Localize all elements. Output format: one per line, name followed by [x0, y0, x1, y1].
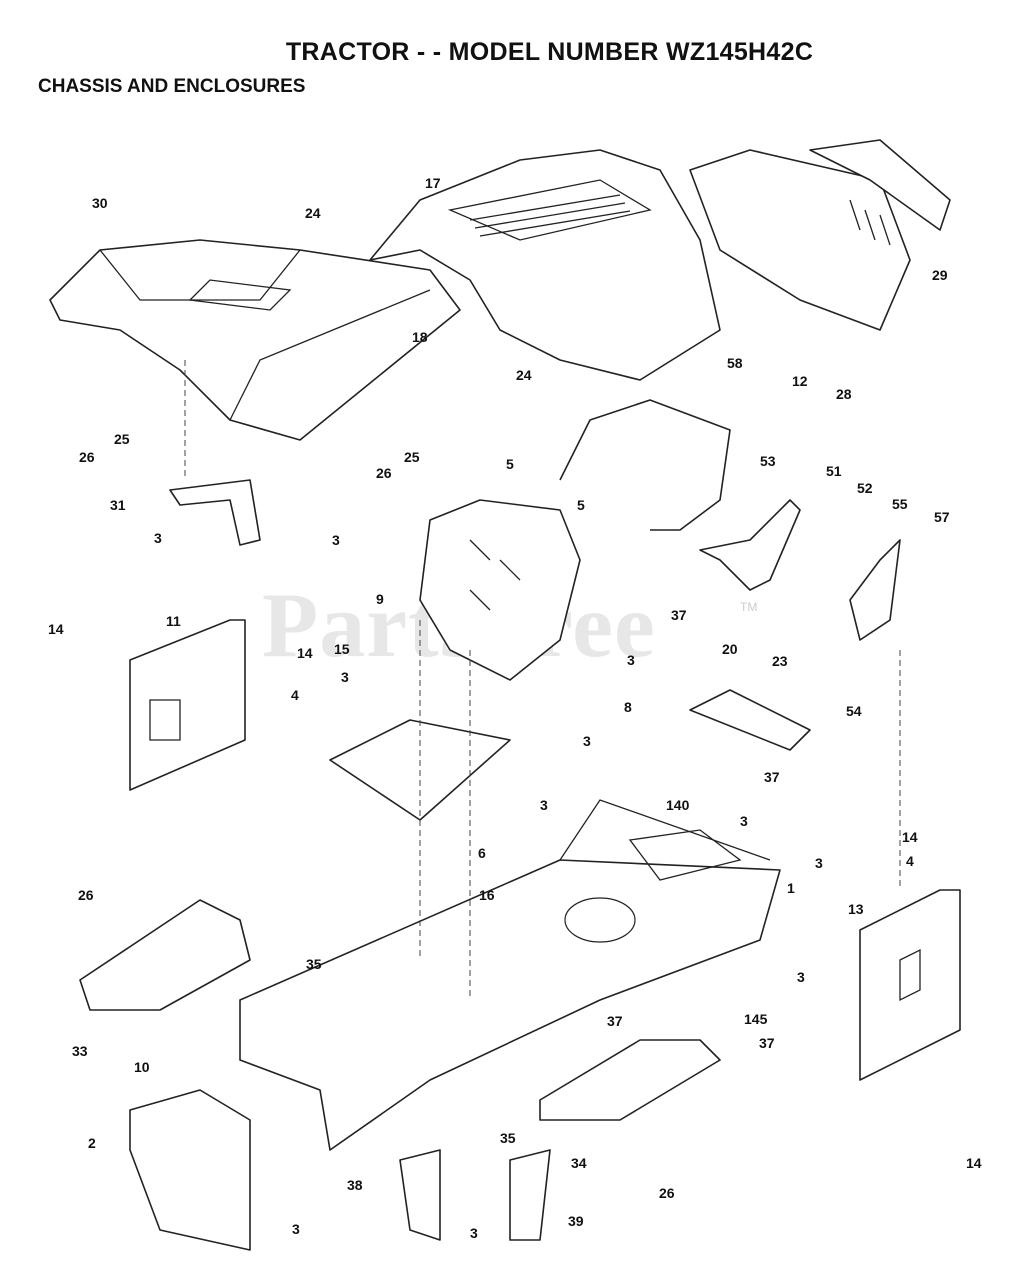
callout-label: 5 — [506, 456, 514, 472]
right-footrest-part — [539, 1039, 721, 1121]
callout-label: 29 — [932, 267, 948, 283]
callout-label: 3 — [470, 1225, 478, 1241]
callout-label: 25 — [114, 431, 130, 447]
callout-label: 57 — [934, 509, 950, 525]
callout-label: 34 — [571, 1155, 587, 1171]
callout-label: 8 — [624, 699, 632, 715]
callout-label: 4 — [291, 687, 299, 703]
callout-label: 3 — [341, 669, 349, 685]
main-frame-part — [239, 799, 781, 1151]
callout-label: 54 — [846, 703, 862, 719]
heat-shield-part — [559, 399, 731, 531]
linkage-bracket-part — [849, 539, 901, 641]
callout-label: 14 — [48, 621, 64, 637]
page-title: TRACTOR - - MODEL NUMBER WZ145H42C — [285, 38, 814, 66]
callout-label: 3 — [797, 969, 805, 985]
callout-label: 24 — [516, 367, 532, 383]
dash-panel-part — [419, 499, 581, 681]
hood-part — [369, 149, 721, 381]
section-title: CHASSIS AND ENCLOSURES — [38, 76, 306, 97]
callout-label: 140 — [666, 797, 690, 813]
callout-label: 4 — [906, 853, 914, 869]
callout-label: 26 — [376, 465, 392, 481]
callout-label: 26 — [659, 1185, 675, 1201]
callout-label: 38 — [347, 1177, 363, 1193]
callout-label: 1 — [787, 880, 795, 896]
callout-label: 17 — [425, 175, 441, 191]
callout-label: 145 — [744, 1011, 768, 1027]
left-side-panel-part — [129, 619, 246, 791]
callout-label: 28 — [836, 386, 852, 402]
callout-label: 3 — [332, 532, 340, 548]
callout-label: 37 — [671, 607, 687, 623]
callout-label: 13 — [848, 901, 864, 917]
callout-label: 39 — [568, 1213, 584, 1229]
callout-label: 55 — [892, 496, 908, 512]
callout-label: 15 — [334, 641, 350, 657]
callout-label: 3 — [583, 733, 591, 749]
callout-label: 10 — [134, 1059, 150, 1075]
callout-label: 9 — [376, 591, 384, 607]
callout-label: 26 — [79, 449, 95, 465]
callout-label: 53 — [760, 453, 776, 469]
callout-label: 24 — [305, 205, 321, 221]
callout-label: 35 — [500, 1130, 516, 1146]
callout-label: 3 — [292, 1221, 300, 1237]
callout-label: 12 — [792, 373, 808, 389]
left-footrest-part — [79, 899, 251, 1011]
callout-label: 6 — [478, 845, 486, 861]
callout-label: 3 — [740, 813, 748, 829]
callout-label: 20 — [722, 641, 738, 657]
callout-label: 14 — [297, 645, 313, 661]
callout-label: 5 — [577, 497, 585, 513]
watermark-tm: TM — [740, 600, 758, 614]
callout-label: 25 — [404, 449, 420, 465]
callout-label: 37 — [764, 769, 780, 785]
callout-label: 3 — [815, 855, 823, 871]
fender-part — [49, 239, 461, 441]
bracket-38-part — [399, 1149, 441, 1241]
callout-label: 37 — [759, 1035, 775, 1051]
callout-label: 3 — [540, 797, 548, 813]
callout-label: 23 — [772, 653, 788, 669]
front-plate-part — [129, 1089, 251, 1251]
callout-label: 35 — [306, 956, 322, 972]
callout-label: 14 — [902, 829, 918, 845]
callout-label: 3 — [154, 530, 162, 546]
callout-label: 11 — [166, 613, 181, 629]
grille-part — [689, 139, 951, 331]
callout-label: 18 — [412, 329, 428, 345]
bracket-31-part — [169, 479, 261, 546]
callout-label: 3 — [627, 652, 635, 668]
callout-label: 14 — [966, 1155, 982, 1171]
bracket-20-part — [689, 689, 811, 751]
callout-label: 51 — [826, 463, 842, 479]
callout-label: 52 — [857, 480, 873, 496]
callout-label: 2 — [88, 1135, 96, 1151]
callout-label: 31 — [110, 497, 126, 513]
callout-label: 37 — [607, 1013, 623, 1029]
callout-label: 30 — [92, 195, 108, 211]
right-side-panel-part — [859, 889, 961, 1081]
bracket-39-part — [509, 1149, 551, 1241]
callout-label: 26 — [78, 887, 94, 903]
bracket-part — [699, 499, 801, 591]
callout-label: 33 — [72, 1043, 88, 1059]
callout-label: 58 — [727, 355, 743, 371]
callout-label: 16 — [479, 887, 495, 903]
